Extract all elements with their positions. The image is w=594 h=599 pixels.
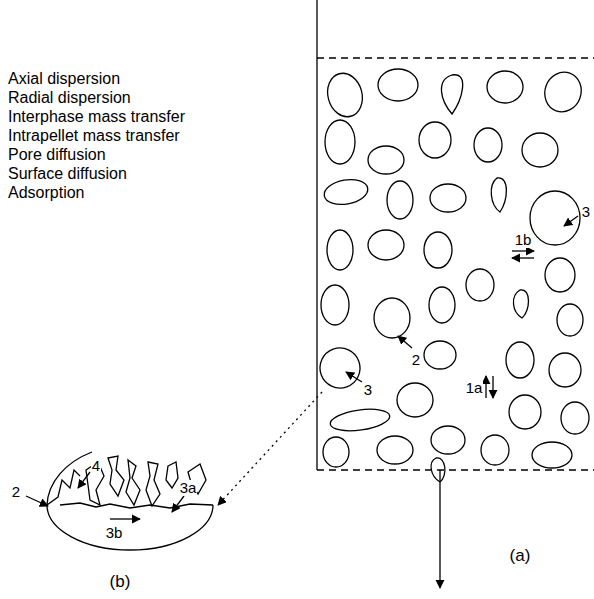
process-name: Pore diffusion bbox=[8, 146, 106, 164]
callout-number: 2 bbox=[11, 484, 21, 501]
process-name: Intrapellet mass transfer bbox=[8, 127, 180, 145]
callout-number: 3 bbox=[363, 382, 373, 399]
process-name: Axial dispersion bbox=[8, 70, 120, 88]
callout-number: 2 bbox=[411, 352, 421, 369]
process-name: Adsorption bbox=[8, 184, 85, 202]
process-name: Interphase mass transfer bbox=[8, 108, 185, 126]
panel-label: (a) bbox=[510, 547, 531, 566]
outflow-arrow bbox=[439, 470, 440, 588]
process-name: Radial dispersion bbox=[8, 89, 131, 107]
callout-number: 1b bbox=[514, 232, 533, 249]
pellet-cutaway bbox=[47, 452, 213, 550]
callout-number: 4 bbox=[91, 458, 101, 475]
particles bbox=[313, 67, 589, 482]
callout-number: 3b bbox=[105, 525, 124, 542]
column-wall bbox=[316, 0, 317, 470]
panel-label: (b) bbox=[110, 573, 131, 592]
callout-number: 3 bbox=[581, 204, 591, 221]
particle bbox=[530, 191, 580, 245]
callout-number: 1a bbox=[465, 380, 484, 397]
process-name: Surface diffusion bbox=[8, 165, 127, 183]
bed-top bbox=[317, 57, 594, 58]
bed-bottom bbox=[317, 469, 594, 470]
callout-number: 3a bbox=[179, 480, 198, 497]
